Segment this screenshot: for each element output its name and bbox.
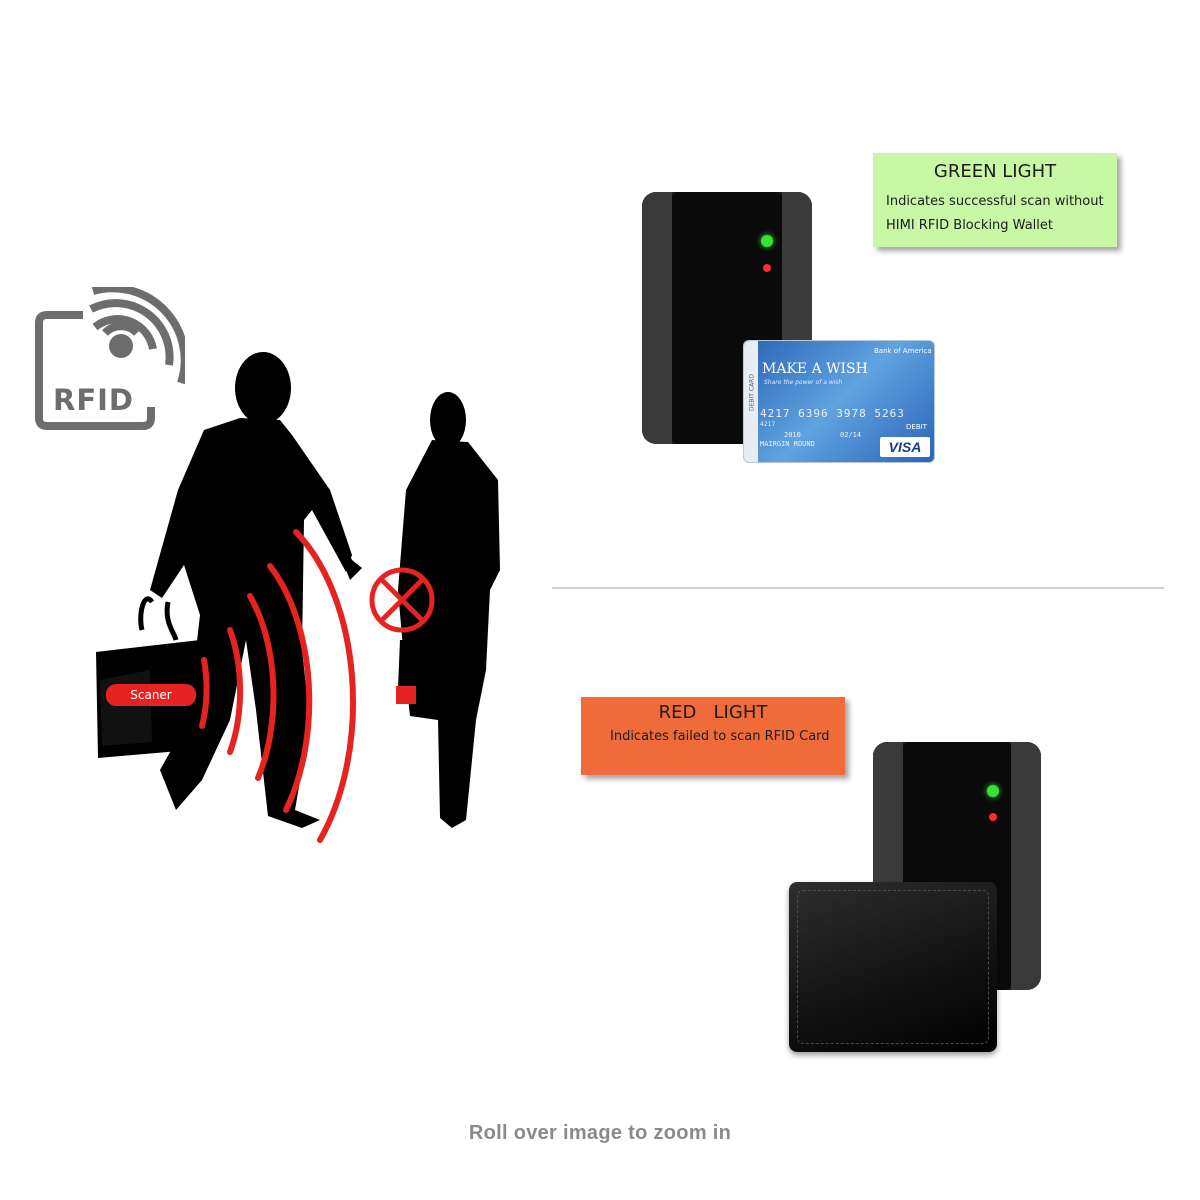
zoom-hint: Roll over image to zoom in <box>468 1122 732 1144</box>
card-brand: MAKE A WISH <box>762 361 868 377</box>
red-light-callout: RED LIGHT Indicates failed to scan RFID … <box>581 697 845 775</box>
woman-silhouette <box>396 392 500 828</box>
debit-card: DEBIT CARD MAKE A WISH Share the power o… <box>743 340 935 463</box>
green-light-description: Indicates successful scan without HIMI R… <box>886 194 1104 233</box>
card-type: DEBIT <box>906 423 927 431</box>
card-small-number: 4217 <box>760 421 776 428</box>
rfid-blocking-wallet <box>789 882 997 1052</box>
card-tagline: Share the power of a wish <box>764 379 843 386</box>
visa-logo: VISA <box>880 437 930 457</box>
rfid-label: RFID <box>53 383 135 417</box>
section-divider <box>552 587 1164 589</box>
rfid-reader-top <box>642 192 812 444</box>
green-led-icon <box>761 235 773 247</box>
rfid-badge: RFID <box>35 287 185 432</box>
red-light-description: Indicates failed to scan RFID Card <box>610 729 830 744</box>
rfid-wave-signals <box>199 529 356 843</box>
green-light-title: GREEN LIGHT <box>933 161 1057 182</box>
card-valid: 2010 <box>784 431 801 439</box>
red-light-title: RED LIGHT <box>658 702 768 723</box>
red-led-icon <box>989 813 997 821</box>
card-holder: MAIRGIN ROUND <box>760 440 815 448</box>
card-bank: Bank of America <box>874 347 932 355</box>
people-silhouette-illustration <box>96 352 500 843</box>
rfid-wireless-icon <box>35 287 185 430</box>
card-number: 4217 6396 3978 5263 <box>760 407 905 420</box>
green-light-callout: GREEN LIGHT Indicates successful scan wi… <box>873 153 1117 247</box>
tote-bag <box>96 596 214 758</box>
card-expiry: 02/14 <box>840 431 862 439</box>
scaner-tag: Scaner <box>106 684 196 706</box>
green-led-icon <box>987 785 999 797</box>
card-side-label: DEBIT CARD <box>748 374 756 411</box>
red-led-icon <box>763 264 771 272</box>
crossed-circle-icon <box>369 567 435 633</box>
scanning-scene: Scaner <box>80 340 540 850</box>
